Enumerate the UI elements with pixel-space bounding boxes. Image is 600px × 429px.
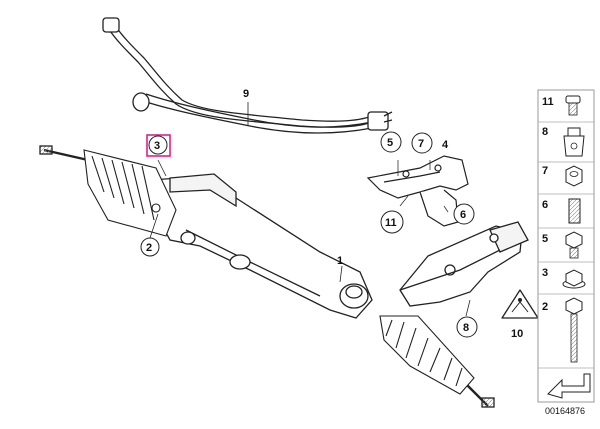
side-panel-item-2[interactable]: 2 <box>542 297 583 363</box>
side-panel-label-3: 3 <box>542 267 548 279</box>
callout-1: 1 <box>337 255 343 267</box>
direction-arrow-icon <box>547 373 591 399</box>
flange-nut-icon <box>562 269 586 289</box>
long-bolt-icon <box>565 297 583 363</box>
callout-label-10: 10 <box>511 328 523 340</box>
hose-line-assembly[interactable] <box>102 17 393 134</box>
callout-label-3: 3 <box>154 140 160 152</box>
side-panel-item-3[interactable]: 3 <box>542 267 586 289</box>
side-panel-label-5: 5 <box>542 233 548 245</box>
side-panel-label-8: 8 <box>542 126 548 138</box>
warning-triangle-icon: 10 <box>501 289 539 340</box>
clip-nut-icon <box>563 127 585 157</box>
side-panel-item-11[interactable]: 11 <box>542 95 581 116</box>
left-bellows-boot[interactable] <box>83 149 177 237</box>
side-panel-label-11: 11 <box>542 96 554 108</box>
hex-bolt-icon <box>565 231 583 259</box>
right-bellows-boot[interactable] <box>379 315 475 395</box>
callout-9: 9 <box>243 88 249 100</box>
callout-5: 5 <box>380 131 402 153</box>
callout-label-2: 2 <box>146 242 152 254</box>
side-panel-label-7: 7 <box>542 165 548 177</box>
callout-label-11: 11 <box>385 217 397 229</box>
callout-4: 4 <box>442 139 449 151</box>
parts-side-panel: 11 8 7 6 <box>537 89 595 403</box>
hex-nut-icon <box>565 165 583 187</box>
steering-rack-housing[interactable] <box>39 145 529 408</box>
callout-label-4: 4 <box>442 139 449 151</box>
callout-label-7: 7 <box>418 138 424 150</box>
side-panel-item-5[interactable]: 5 <box>542 231 583 259</box>
side-panel-item-8[interactable]: 8 <box>542 126 585 157</box>
side-panel-label-6: 6 <box>542 199 548 211</box>
callout-label-6: 6 <box>460 209 466 221</box>
screw-icon <box>565 95 581 116</box>
callout-label-5: 5 <box>387 137 393 149</box>
callout-7: 7 <box>411 132 433 154</box>
callout-8: 8 <box>456 316 478 338</box>
mounting-bracket[interactable] <box>366 155 469 227</box>
callout-label-9: 9 <box>243 88 249 100</box>
callout-6: 6 <box>453 203 475 225</box>
side-panel-item-7[interactable]: 7 <box>542 165 583 187</box>
callout-11: 11 <box>380 210 404 234</box>
side-panel-item-6[interactable]: 6 <box>542 198 581 224</box>
threaded-stud-icon <box>568 198 581 224</box>
document-number: 00164876 <box>545 406 585 416</box>
callout-label-8: 8 <box>463 322 469 334</box>
callout-label-1: 1 <box>337 255 343 267</box>
callout-3-highlighted[interactable]: 3 <box>146 134 171 157</box>
side-panel-label-2: 2 <box>542 301 548 313</box>
callout-2: 2 <box>140 237 160 257</box>
